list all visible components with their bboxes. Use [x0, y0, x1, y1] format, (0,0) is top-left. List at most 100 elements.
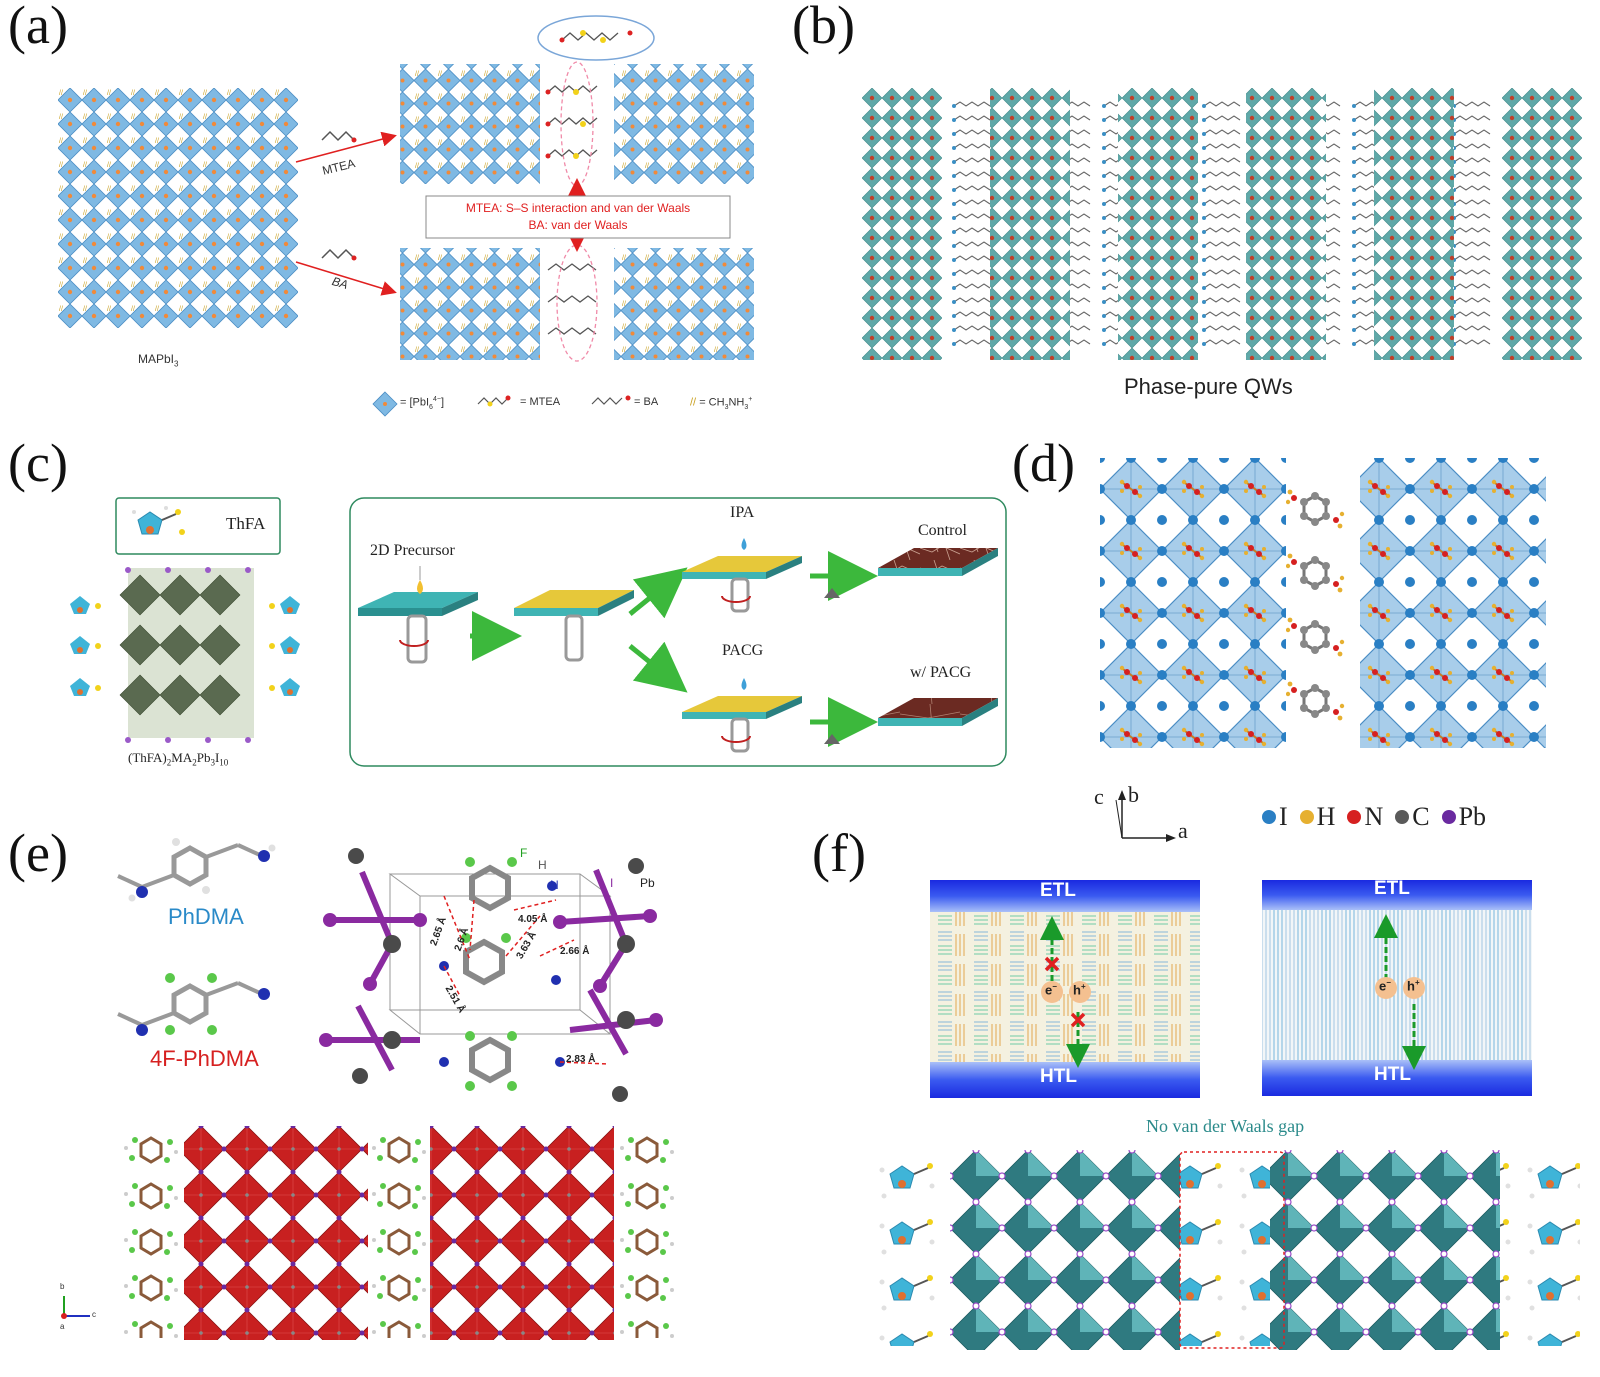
- control-label: Control: [918, 522, 967, 539]
- f-spacer-right: [1500, 1156, 1580, 1346]
- no-gap-highlight: [1179, 1151, 1285, 1349]
- vertical-orientation-device: [1262, 880, 1532, 1096]
- atom-pb-label: Pb: [640, 876, 655, 890]
- interaction-line-1: MTEA: S–S interaction and van der Waals: [465, 201, 691, 215]
- distance-3: 4.05 Å: [518, 914, 548, 925]
- 4f-phdma-molecule: [117, 973, 270, 1036]
- mapbi3-label: MAPbI3: [138, 352, 179, 369]
- no-gap-caption: No van der Waals gap: [1146, 1116, 1305, 1136]
- atom-h-label: H: [538, 858, 547, 872]
- panel-letter-b: (b): [792, 0, 855, 55]
- atom-n-label: N: [550, 878, 559, 892]
- e-axis-triad: [61, 1296, 90, 1319]
- legend-atom-label: H: [1316, 802, 1336, 831]
- thfa-box: [115, 497, 281, 555]
- electron-left: e−: [1045, 982, 1057, 998]
- mtea-slab-left: [400, 64, 540, 184]
- legend-atom-label: Pb: [1458, 802, 1487, 831]
- htl-label-right: HTL: [1374, 1064, 1411, 1085]
- e-spacer-middle: [368, 1128, 430, 1338]
- ba-chains: [547, 263, 597, 335]
- legend-atom-label: N: [1364, 802, 1384, 831]
- atom-dot-icon: [1347, 810, 1362, 824]
- d-axis-b: b: [1128, 782, 1139, 807]
- panel-letter-c: (c): [8, 433, 68, 493]
- etl-label-right: ETL: [1374, 878, 1410, 899]
- pacg-spin-coater: [682, 678, 802, 753]
- e-axis-b: b: [60, 1282, 65, 1291]
- thfa-formula: (ThFA)2MA2Pb3I10: [128, 750, 229, 768]
- e-slab-right: [430, 1126, 614, 1340]
- d-axis-a: a: [1178, 818, 1188, 843]
- f-spacer-left: [870, 1156, 950, 1346]
- panel-letter-d: (d): [1012, 433, 1075, 493]
- electron-right: e−: [1379, 978, 1391, 994]
- legend-atom-pb: Pb: [1441, 802, 1487, 832]
- qw-caption: Phase-pure QWs: [1124, 374, 1293, 399]
- ba-slab-right: [614, 248, 754, 360]
- ba-slab-left: [400, 248, 540, 360]
- legend-atom-n: N: [1347, 802, 1383, 832]
- atom-dot-icon: [1395, 810, 1410, 824]
- phdma-label: PhDMA: [168, 904, 244, 929]
- spin-coater-1: [358, 566, 478, 664]
- d-slab-right: [1360, 458, 1546, 748]
- ipa-spin-coater: [682, 538, 802, 613]
- atom-dot-icon: [1441, 810, 1456, 824]
- pacg-label: PACG: [722, 642, 764, 659]
- legend-mtea: = MTEA: [520, 396, 561, 408]
- e-axis-a: a: [60, 1322, 65, 1331]
- thfa-molecule-icon: [132, 506, 185, 535]
- random-orientation-device: [930, 880, 1200, 1098]
- distance-5: 2.66 Å: [560, 946, 590, 957]
- distance-7: 2.83 Å: [566, 1054, 596, 1065]
- mtea-slab-right: [614, 64, 754, 184]
- legend-ba: = BA: [634, 396, 659, 408]
- precursor-label: 2D Precursor: [370, 542, 455, 559]
- spin-coater-2: [514, 590, 634, 662]
- e-axis-c: c: [92, 1310, 96, 1319]
- e-unit-cell: [319, 848, 663, 1102]
- panel-letter-e: (e): [8, 823, 68, 883]
- atom-dot-icon: [1262, 810, 1276, 824]
- atom-i-label: I: [610, 876, 614, 890]
- pacg-film: [878, 698, 998, 726]
- legend-atom-c: C: [1395, 802, 1430, 832]
- legend-atom-label: I: [1279, 802, 1288, 831]
- interaction-box: [425, 195, 731, 239]
- d-spacer-molecules: [1286, 478, 1346, 734]
- hole-left: h+: [1073, 982, 1086, 998]
- panel-letter-a: (a): [8, 0, 68, 55]
- phdma-molecule: [117, 838, 276, 902]
- legend-atom-i: I: [1262, 802, 1288, 832]
- f-spacer-middle: [1180, 1156, 1270, 1346]
- e-spacer-right: [614, 1128, 678, 1338]
- d-axis-c: c: [1094, 784, 1104, 809]
- legend-atom-h: H: [1299, 802, 1336, 832]
- legend-pbi6: = [PbI64−]: [400, 396, 444, 411]
- etl-label-left: ETL: [1040, 880, 1076, 901]
- e-spacer-left: [120, 1128, 184, 1338]
- atom-dot-icon: [1299, 810, 1314, 824]
- legend-ch3nh3: // = CH3NH3+: [690, 396, 753, 411]
- thfa-2d-structure: [70, 567, 300, 743]
- thfa-label: ThFA: [226, 514, 266, 533]
- ipa-label: IPA: [730, 504, 755, 521]
- atom-f-label: F: [520, 846, 528, 860]
- legend-atom-label: C: [1412, 802, 1430, 831]
- ba-arrow: [295, 261, 397, 296]
- mapbi3-lattice: [58, 88, 298, 328]
- e-slab-left: [184, 1126, 368, 1340]
- mtea-arrow: [295, 131, 397, 163]
- hole-right: h+: [1407, 978, 1420, 994]
- f-slab-right: [1270, 1150, 1500, 1350]
- d-slab-left: [1100, 458, 1286, 748]
